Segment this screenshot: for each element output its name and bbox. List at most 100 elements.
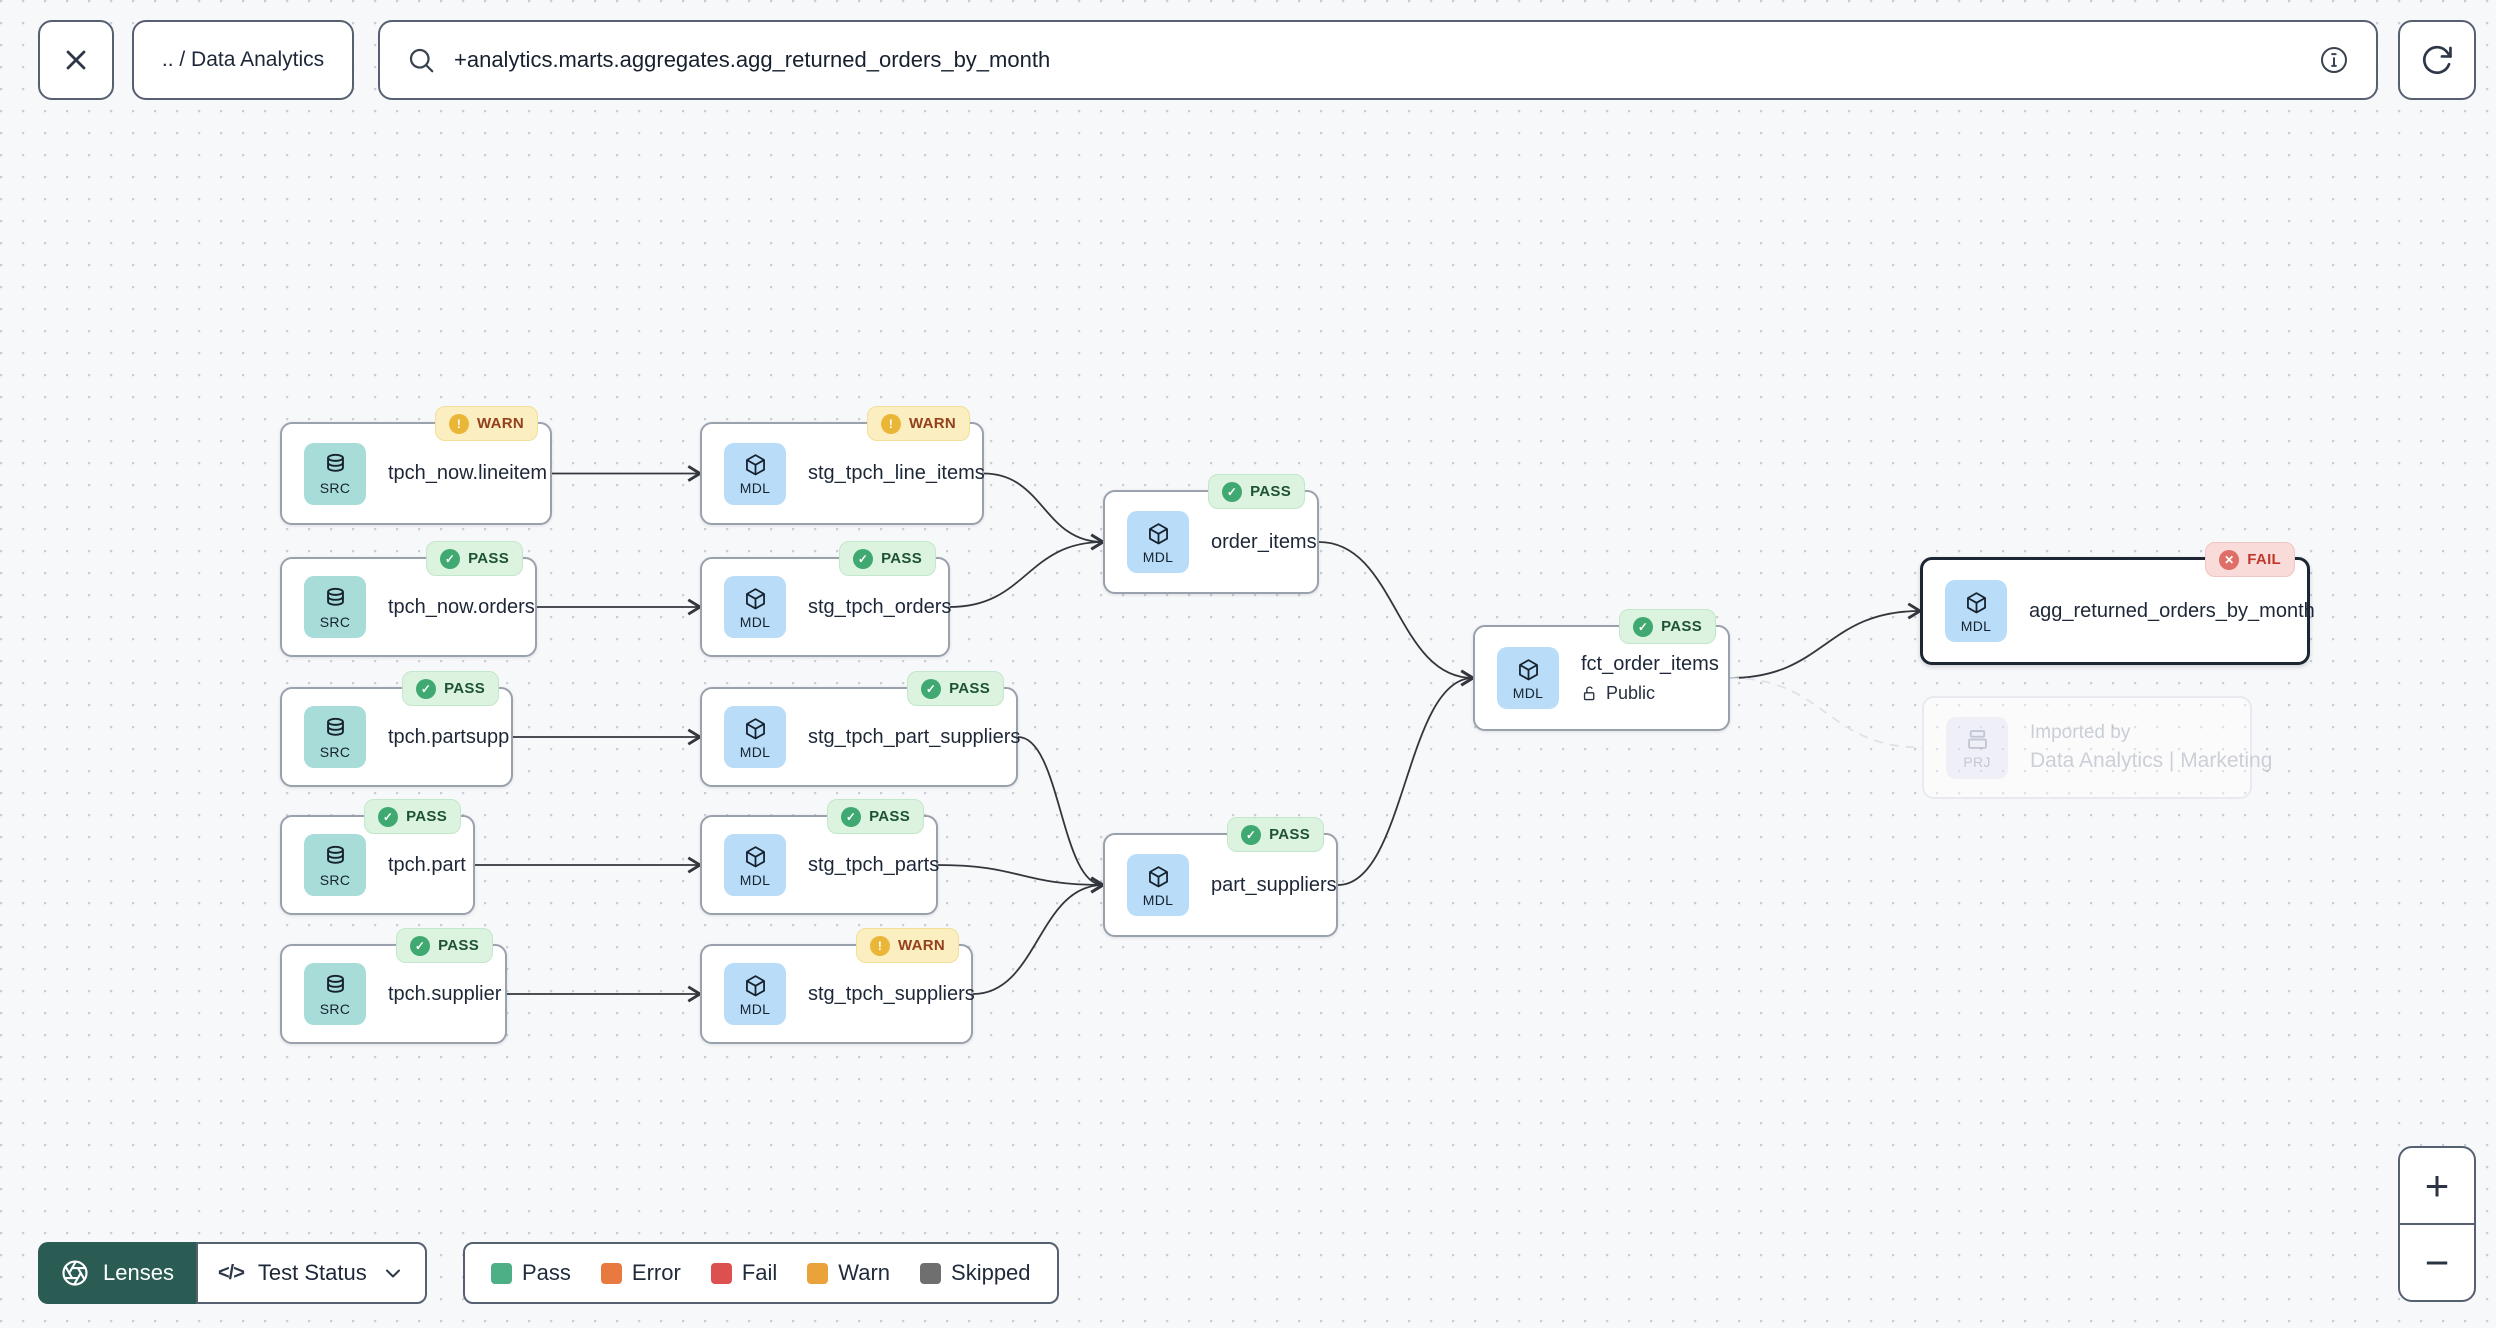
edge-stg_tpch_line_items-to-order_items xyxy=(983,472,1106,551)
status-badge-pass: ✓ PASS xyxy=(1208,474,1305,509)
node-body: fct_order_items Public xyxy=(1581,653,1719,704)
status-badge-warn: ! WARN xyxy=(866,406,970,441)
status-pass-icon: ✓ xyxy=(1633,616,1654,637)
legend-swatch-error xyxy=(600,1262,622,1284)
graph-node-tpch_now.lineitem[interactable]: ! WARN SRC tpch_now.lineitem xyxy=(280,406,552,525)
status-label: FAIL xyxy=(2247,551,2281,568)
node-type-label: MDL xyxy=(739,480,771,496)
node-type-label: PRJ xyxy=(1963,754,1991,770)
database-icon: SRC xyxy=(304,706,366,768)
node-type-label: SRC xyxy=(319,613,351,630)
legend-item-error: Error xyxy=(600,1260,681,1286)
node-label: Imported by xyxy=(2030,722,2131,743)
status-pass-icon: ✓ xyxy=(853,548,874,569)
graph-node-part_suppliers[interactable]: ✓ PASS MDL part_suppliers xyxy=(1103,817,1338,937)
zoom-controls: + − xyxy=(2398,1146,2476,1302)
status-label: PASS xyxy=(468,550,509,567)
legend-swatch-pass xyxy=(491,1262,512,1284)
status-badge-pass: ✓ PASS xyxy=(839,541,936,576)
search-icon xyxy=(409,48,434,73)
status-fail-icon: ✕ xyxy=(2219,549,2240,570)
search-input[interactable] xyxy=(454,47,2300,73)
graph-node-imported_by_marketing: PRJ Imported by Data Analytics | Marketi… xyxy=(1922,696,2272,799)
aperture-icon xyxy=(62,1260,88,1286)
node-body: tpch.part xyxy=(388,854,466,877)
cube-icon: MDL xyxy=(724,834,786,896)
graph-node-stg_tpch_parts[interactable]: ✓ PASS MDL stg_tpch_parts xyxy=(700,799,939,915)
graph-node-tpch_now.orders[interactable]: ✓ PASS SRC tpch_now.orders xyxy=(280,541,537,657)
close-button[interactable] xyxy=(38,20,114,100)
chevron-down-icon xyxy=(385,1269,400,1278)
node-label: tpch.supplier xyxy=(388,982,502,1005)
graph-node-stg_tpch_line_items[interactable]: ! WARN MDL stg_tpch_line_items xyxy=(700,406,985,525)
node-sublabel: Public xyxy=(1581,683,1719,704)
edge-stg_tpch_part_suppliers-to-part_suppliers xyxy=(1017,736,1106,894)
graph-node-stg_tpch_suppliers[interactable]: ! WARN MDL stg_tpch_suppliers xyxy=(700,928,975,1044)
legend-item-pass: Pass xyxy=(491,1260,571,1286)
edge-stg_tpch_suppliers-to-part_suppliers xyxy=(972,876,1106,995)
graph-node-fct_order_items[interactable]: ✓ PASS MDL fct_order_items Public xyxy=(1473,609,1730,731)
lens-selected-label: Test Status xyxy=(257,1260,367,1285)
node-label: tpch.partsupp xyxy=(388,725,510,748)
node-label: part_suppliers xyxy=(1211,873,1337,896)
status-pass-icon: ✓ xyxy=(1241,824,1262,845)
breadcrumb[interactable]: .. / Data Analytics xyxy=(132,20,354,100)
status-label: PASS xyxy=(406,808,447,825)
node-type-label: SRC xyxy=(319,871,351,888)
node-label: tpch_now.lineitem xyxy=(388,462,547,484)
refresh-button[interactable] xyxy=(2398,20,2476,100)
status-badge-pass: ✓ PASS xyxy=(364,799,461,834)
node-type-label: SRC xyxy=(319,743,351,760)
lenses-button[interactable]: Lenses xyxy=(38,1242,196,1304)
node-sublabel-text: Data Analytics | Marketing xyxy=(2030,749,2273,772)
zoom-out-button[interactable]: − xyxy=(2400,1223,2474,1300)
node-body: part_suppliers xyxy=(1211,874,1337,897)
cube-icon: MDL xyxy=(724,442,786,505)
graph-node-stg_tpch_orders[interactable]: ✓ PASS MDL stg_tpch_orders xyxy=(700,541,952,657)
status-label: PASS xyxy=(949,680,990,697)
legend-swatch-skipped xyxy=(920,1262,942,1284)
node-type-label: MDL xyxy=(739,613,771,630)
database-icon: SRC xyxy=(304,963,366,1025)
node-body: tpch_now.orders xyxy=(388,596,535,619)
node-label: agg_returned_orders_by_month xyxy=(2029,599,2315,622)
cube-icon: MDL xyxy=(724,963,786,1025)
status-pass-icon: ✓ xyxy=(416,678,437,699)
node-sublabel-text: Public xyxy=(1606,682,1656,703)
status-warn-icon: ! xyxy=(448,413,469,434)
status-label: WARN xyxy=(897,937,945,954)
close-icon xyxy=(66,50,86,70)
status-label: WARN xyxy=(908,415,956,432)
status-warn-icon: ! xyxy=(880,413,901,434)
node-type-label: MDL xyxy=(739,1000,771,1017)
status-warn-icon: ! xyxy=(869,935,890,956)
lens-selector[interactable]: </> Test Status xyxy=(195,1242,427,1304)
info-icon[interactable] xyxy=(2318,44,2350,76)
graph-node-agg_returned_orders_by_month[interactable]: ✕ FAIL MDL agg_returned_orders_by_month xyxy=(1920,542,2315,665)
graph-node-tpch.supplier[interactable]: ✓ PASS SRC tpch.supplier xyxy=(280,928,507,1044)
graph-node-tpch.part[interactable]: ✓ PASS SRC tpch.part xyxy=(280,799,475,915)
status-badge-pass: ✓ PASS xyxy=(396,928,493,963)
cube-icon: MDL xyxy=(1945,580,2007,642)
cube-icon: MDL xyxy=(1127,511,1189,573)
zoom-in-button[interactable]: + xyxy=(2400,1148,2474,1223)
edge-order_items-to-fct_order_items xyxy=(1318,541,1476,687)
cube-icon: MDL xyxy=(724,706,786,768)
node-body: tpch.partsupp xyxy=(388,726,509,749)
graph-node-tpch.partsupp[interactable]: ✓ PASS SRC tpch.partsupp xyxy=(280,671,513,787)
graph-node-stg_tpch_part_suppliers[interactable]: ✓ PASS MDL stg_tpch_part_suppliers xyxy=(700,671,1021,787)
node-type-label: MDL xyxy=(1512,684,1544,701)
lens-controls: Lenses </> Test Status xyxy=(38,1242,427,1304)
status-label: PASS xyxy=(1250,483,1291,500)
status-badge-pass: ✓ PASS xyxy=(426,541,523,576)
status-badge-pass: ✓ PASS xyxy=(907,671,1004,706)
graph-node-order_items[interactable]: ✓ PASS MDL order_items xyxy=(1103,474,1319,594)
node-label: stg_tpch_part_suppliers xyxy=(808,725,1021,748)
node-label: stg_tpch_orders xyxy=(808,595,952,618)
node-body: stg_tpch_line_items xyxy=(808,462,985,485)
search-bar xyxy=(378,20,2378,100)
node-body: tpch.supplier xyxy=(388,983,501,1006)
edge-fct_order_items-to-imported_by_marketing xyxy=(1729,677,1923,749)
node-type-label: MDL xyxy=(1142,548,1174,565)
